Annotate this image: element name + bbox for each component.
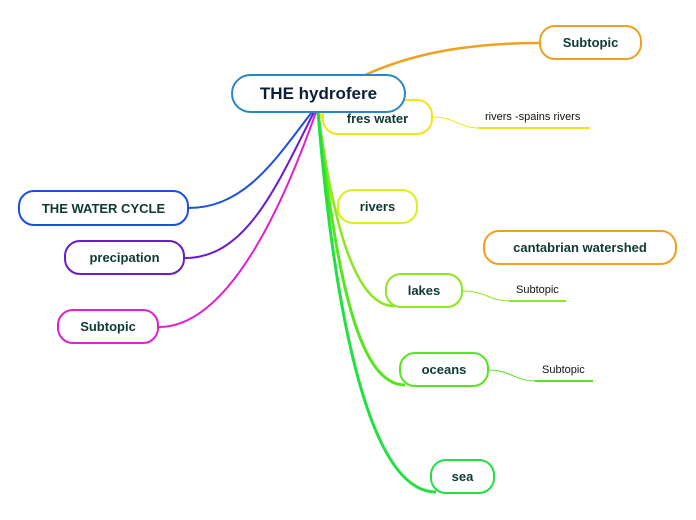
topic-subtopic-top[interactable]: Subtopic	[539, 25, 642, 60]
topic-label: rivers	[359, 199, 396, 214]
branch-precipation	[184, 111, 315, 259]
topic-rivers[interactable]: rivers	[337, 189, 418, 224]
branch-lakes-subtopic	[462, 290, 510, 302]
leaf-label: Subtopic	[516, 284, 559, 296]
branch-sea	[316, 111, 437, 494]
topic-label: precipation	[89, 250, 160, 265]
branch-subtopic-top	[364, 41, 541, 77]
topic-subtopic-left[interactable]: Subtopic	[57, 309, 159, 344]
topic-label: lakes	[407, 283, 441, 298]
branch-subtopic-left	[158, 111, 317, 328]
branch-oceans-subtopic	[488, 369, 536, 382]
leaf-lakes-subtopic[interactable]: Subtopic	[516, 284, 559, 296]
topic-water-cycle[interactable]: THE WATER CYCLE	[18, 190, 189, 226]
topic-sea[interactable]: sea	[430, 459, 495, 494]
topic-label: sea	[451, 469, 474, 484]
topic-oceans[interactable]: oceans	[399, 352, 489, 387]
topic-label: fres water	[346, 110, 409, 126]
leaf-label: rivers -spains rivers	[485, 111, 581, 123]
branch-oceans	[316, 111, 406, 387]
central-topic-label: THE hydrofere	[259, 83, 378, 103]
topic-label: cantabrian watershed	[513, 240, 647, 255]
branch-water-cycle	[187, 111, 313, 209]
topic-label: oceans	[421, 362, 467, 377]
topic-label: THE WATER CYCLE	[41, 200, 166, 216]
leaf-label: Subtopic	[542, 364, 585, 376]
branch-rivers-spains	[432, 116, 479, 129]
topic-precipation[interactable]: precipation	[64, 240, 185, 275]
topic-cantabrian-watershed[interactable]: cantabrian watershed	[483, 230, 677, 265]
leaf-rivers-spains[interactable]: rivers -spains rivers	[485, 111, 580, 123]
topic-label: Subtopic	[80, 319, 136, 334]
topic-lakes[interactable]: lakes	[385, 273, 463, 308]
topic-label: Subtopic	[562, 35, 619, 50]
central-topic[interactable]: THE hydrofere	[231, 74, 406, 113]
leaf-oceans-subtopic[interactable]: Subtopic	[542, 364, 585, 376]
